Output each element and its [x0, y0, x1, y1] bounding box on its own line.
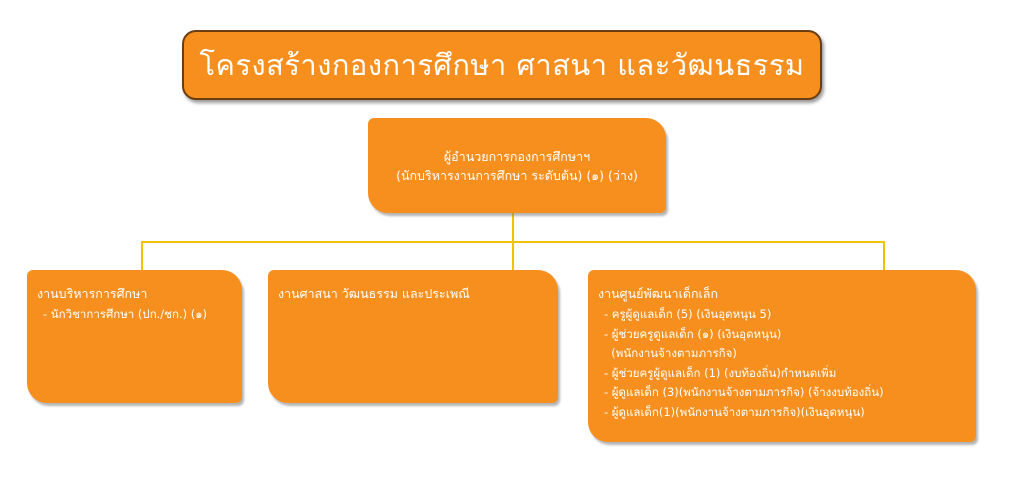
- diagram-title-box: โครงสร้างกองการศึกษา ศาสนา และวัฒนธรรม: [182, 30, 822, 100]
- connector-dept-1: [141, 241, 143, 270]
- department-item: - ผู้ช่วยครูผู้ดูแลเด็ก (1) (งบท้องถิ่น)…: [604, 365, 837, 380]
- department-node-admin: งานบริหารการศึกษา - นักวิชาการศึกษา (ปก.…: [27, 270, 242, 403]
- department-item: - นักวิชาการศึกษา (ปก./ชก.) (๑): [43, 307, 208, 321]
- department-item: - ผู้ดูแลเด็ก (3)(พนักงานจ้างตามภารกิจ) …: [604, 385, 884, 399]
- department-title: งานศูนย์พัฒนาเด็กเล็ก: [598, 286, 719, 301]
- head-node-line1: ผู้อำนวยการกองการศึกษาฯ: [443, 148, 591, 164]
- department-item: (พนักงานจ้างตามภารกิจ): [604, 346, 737, 360]
- department-item-list: - ครูผู้ดูแลเด็ก (5) (เงินอุดหนุน 5) - ผ…: [598, 305, 966, 422]
- head-node-line2: (นักบริหารงานการศึกษา ระดับต้น) (๑) (ว่า…: [396, 167, 638, 183]
- department-item: - ผู้ช่วยครูดูแลเด็ก (๑) (เงินอุดหนุน): [604, 326, 782, 341]
- department-node-religion-culture: งานศาสนา วัฒนธรรม และประเพณี: [268, 270, 558, 403]
- department-title: งานศาสนา วัฒนธรรม และประเพณี: [278, 286, 470, 301]
- connector-head-down: [512, 213, 514, 242]
- department-item-list: - นักวิชาการศึกษา (ปก./ชก.) (๑): [37, 305, 232, 325]
- diagram-title: โครงสร้างกองการศึกษา ศาสนา และวัฒนธรรม: [199, 48, 805, 82]
- connector-dept-2: [512, 241, 514, 270]
- head-node: ผู้อำนวยการกองการศึกษาฯ (นักบริหารงานการ…: [368, 118, 666, 213]
- connector-dept-3: [883, 241, 885, 270]
- department-item: - ผู้ดูแลเด็ก(1)(พนักงานจ้างตามภารกิจ)(เ…: [604, 404, 865, 419]
- department-node-child-center: งานศูนย์พัฒนาเด็กเล็ก - ครูผู้ดูแลเด็ก (…: [588, 270, 976, 442]
- department-title: งานบริหารการศึกษา: [37, 286, 148, 301]
- department-item: - ครูผู้ดูแลเด็ก (5) (เงินอุดหนุน 5): [604, 307, 772, 321]
